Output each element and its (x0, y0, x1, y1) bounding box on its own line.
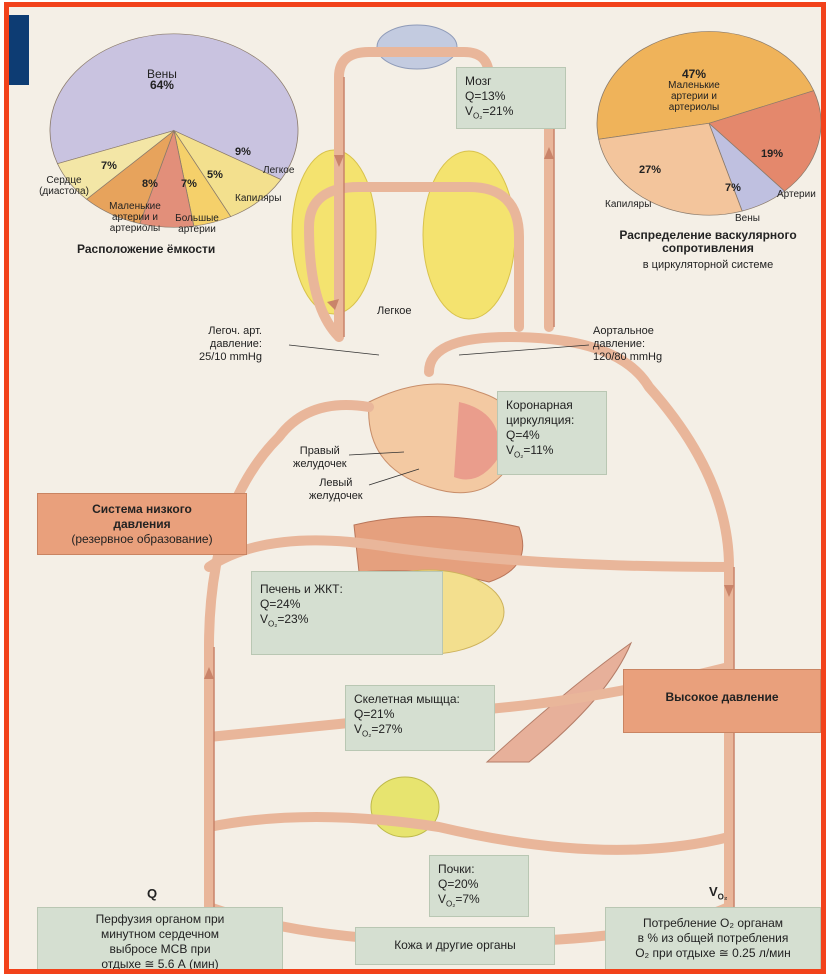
brain-name: Мозг (465, 74, 557, 89)
kidney-info-box: Почки: Q=20% VO₂=7% (429, 855, 529, 917)
pie-left-pct-small-arteries: 8% (142, 179, 158, 190)
brain-info-box: Мозг Q=13% VO₂=21% (456, 67, 566, 129)
pie-left-pct-lung: 9% (235, 147, 251, 158)
liver-vo2: VO₂=23% (260, 612, 434, 631)
high-pressure-box: Высокое давление (623, 669, 821, 733)
pie-left-label-heart: Сердце (диастола) (31, 175, 97, 197)
diagram-frame: Вены 64% 9% Легкое 5% Капиляры 7% Большы… (4, 2, 826, 974)
kidney-loop (209, 817, 729, 850)
kidney-q: Q=20% (438, 877, 520, 892)
pie-right-pct-capillaries: 27% (639, 165, 661, 176)
pie-right-subtitle: в циркуляторной системе (593, 259, 823, 272)
right-lung (423, 151, 515, 319)
coronary-q: Q=4% (506, 428, 598, 443)
low-pressure-box: Система низкого давления (резервное обра… (37, 493, 247, 555)
vo2-heading: VO₂ (709, 885, 727, 904)
brain-q: Q=13% (465, 89, 557, 104)
q-heading: Q (147, 887, 157, 900)
skin-info-box: Кожа и другие органы (355, 927, 555, 965)
liver-q: Q=24% (260, 597, 434, 612)
pie-right-label-veins: Вены (735, 213, 760, 224)
coronary-info-box: Коронарная циркуляция: Q=4% VO₂=11% (497, 391, 607, 475)
pie-left-title: Расположение ёмкости (77, 243, 215, 256)
pie-right-label-arteries: Артерии (777, 189, 816, 200)
pulmonary-pressure-label: Легоч. арт. давление: 25/10 mmHg (199, 325, 262, 364)
left-ventricle-label: Левый желудочек (309, 477, 363, 503)
muscle-info-box: Скелетная мыщца: Q=21% VO₂=27% (345, 685, 495, 751)
aortic-pressure-label: Аортальное давление: 120/80 mmHg (593, 325, 662, 364)
muscle-q: Q=21% (354, 707, 486, 722)
liver-name: Печень и ЖКТ: (260, 582, 434, 597)
pie-right-label-small-arteries: 47% Маленькие артерии и артериолы (659, 69, 729, 113)
muscle-name: Скелетная мыщца: (354, 692, 486, 707)
coronary-name: Коронарная (506, 398, 598, 413)
pie-right-pct-arteries: 19% (761, 149, 783, 160)
liver-info-box: Печень и ЖКТ: Q=24% VO₂=23% (251, 571, 443, 655)
pie-right-title: Распределение васкулярного сопротивления (593, 229, 823, 255)
kidney-name: Почки: (438, 862, 520, 877)
pie-left-pct-large-arteries: 7% (181, 179, 197, 190)
consumption-box: Потребление O₂ органам в % из общей потр… (605, 907, 821, 974)
pie-left-pct-heart: 7% (101, 161, 117, 172)
circulation-illustration (9, 7, 821, 969)
pie-right-label-capillaries: Капиляры (605, 199, 651, 210)
resistance-pie-chart (597, 31, 821, 215)
coronary-name2: циркуляция: (506, 413, 598, 428)
perfusion-box: Перфузия органом при минутном сердечном … (37, 907, 283, 974)
skin-name: Кожа и другие органы (364, 938, 546, 953)
pie-right-pct-veins: 7% (725, 183, 741, 194)
pie-left-label-small-arteries: Маленькие артерии и артериолы (95, 201, 175, 234)
kidney-vo2: VO₂=7% (438, 892, 520, 911)
pie-left-label-lung: Легкое (263, 165, 294, 176)
pie-left-pct-capillaries: 5% (207, 170, 223, 181)
pie-left-label-capillaries: Капиляры (235, 193, 281, 204)
brain-vo2: VO₂=21% (465, 104, 557, 123)
right-ventricle-label: Правый желудочек (293, 445, 347, 471)
muscle-vo2: VO₂=27% (354, 722, 486, 741)
coronary-vo2: VO₂=11% (506, 443, 598, 462)
pie-left-label-veins: Вены 64% (147, 69, 177, 91)
pie-left-label-large-arteries: Большые артерии (167, 213, 227, 235)
lung-label: Легкое (377, 305, 412, 318)
